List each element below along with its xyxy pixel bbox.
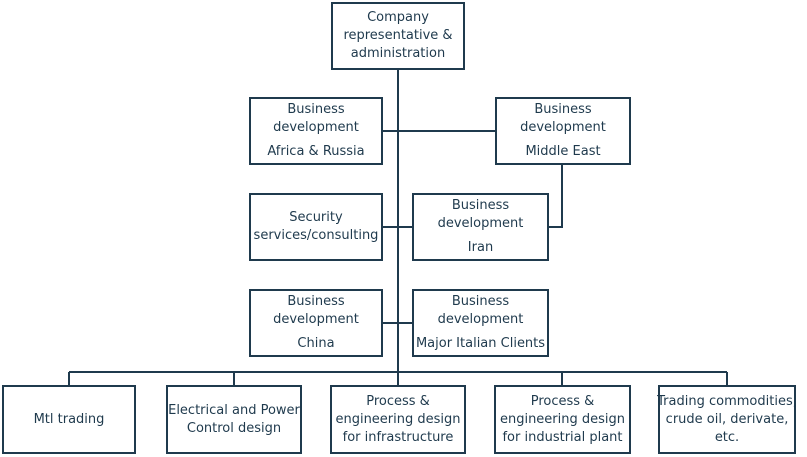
node-region: Iran <box>467 240 494 255</box>
node-text: for infrastructure <box>342 429 454 445</box>
node-region: Major Italian Clients <box>415 336 546 351</box>
node-text: engineering design <box>499 411 626 427</box>
bd-major-italian-clients-node: Business development Major Italian Clien… <box>412 289 549 357</box>
node-text: Mtl trading <box>33 411 105 427</box>
bd-china-node: Business development China <box>249 289 383 357</box>
node-text: Company <box>367 10 429 25</box>
node-text: Electrical and Power <box>168 402 300 418</box>
node-text: engineering design <box>335 411 461 427</box>
bd-africa-russia-node: Business development Africa & Russia <box>249 97 383 165</box>
process-industrial-plant-node: Process & engineering design for industr… <box>494 385 631 454</box>
mtl-trading-node: Mtl trading <box>2 385 136 454</box>
node-text: development <box>273 120 359 135</box>
node-text: Business <box>287 294 345 309</box>
electrical-power-control-node: Electrical and Power Control design <box>166 385 302 454</box>
node-text: services/consulting <box>253 228 379 243</box>
node-text: Business <box>451 294 510 309</box>
bd-middle-east-node: Business development Middle East <box>495 97 631 165</box>
node-region: Middle East <box>525 144 601 159</box>
node-text: Business <box>451 198 510 213</box>
trading-commodities-node: Trading commodities, crude oil, derivate… <box>657 385 797 454</box>
node-text: Business <box>287 102 345 117</box>
node-text: etc. <box>714 429 740 445</box>
node-text: Trading commodities, <box>657 393 797 409</box>
node-text: Process & <box>530 393 595 409</box>
node-text: administration <box>350 46 446 61</box>
node-text: development <box>273 312 359 327</box>
node-text: Process & <box>366 393 430 409</box>
process-infrastructure-node: Process & engineering design for infrast… <box>330 385 466 454</box>
node-text: development <box>437 216 524 231</box>
connector-middleeast-iran <box>548 165 563 228</box>
node-text: representative & <box>343 28 453 43</box>
node-text: crude oil, derivate, <box>665 411 789 427</box>
company-representative-node: Company representative & administration <box>331 2 465 70</box>
node-text: Control design <box>186 420 282 436</box>
node-text: development <box>520 120 606 135</box>
node-region: China <box>297 336 335 351</box>
security-services-node: Security services/consulting <box>249 193 383 261</box>
node-text: for industrial plant <box>502 429 623 445</box>
node-text: Business <box>534 102 592 117</box>
node-text: Security <box>289 210 343 225</box>
node-region: Africa & Russia <box>267 144 365 159</box>
node-text: development <box>437 312 524 327</box>
bd-iran-node: Business development Iran <box>412 193 549 261</box>
